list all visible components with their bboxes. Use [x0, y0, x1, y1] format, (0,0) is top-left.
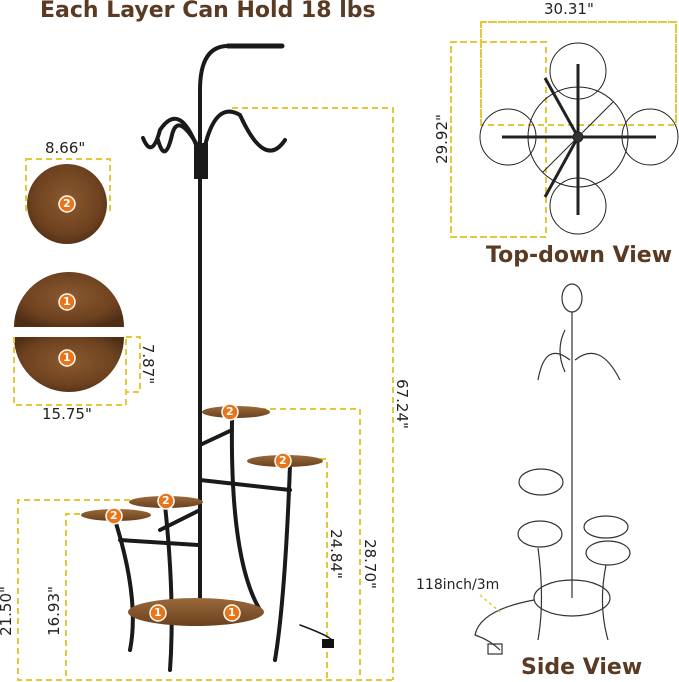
mid-shelf-height-label: 24.84": [327, 529, 345, 579]
badge-shelf-mid: 2: [162, 494, 170, 507]
side-view-drawing: [474, 283, 631, 655]
top-down-lines: [479, 42, 679, 235]
total-height-label: 67.24": [393, 379, 411, 429]
side-view-heading: Side View: [521, 655, 643, 680]
badge-small-shelf-detail: 2: [63, 197, 71, 210]
small-shelf-diameter-label: 8.66": [45, 139, 86, 157]
stand-guides: [17, 107, 394, 681]
badge-base-right: 1: [228, 606, 236, 619]
left-upper-height-label: 21.50": [0, 586, 15, 636]
badge-shelf-right: 2: [279, 454, 287, 467]
top-width-label: 30.31": [544, 0, 594, 18]
upper-shelf-height-label: 28.70": [361, 539, 379, 589]
badge-large-shelf-bottom: 1: [63, 351, 71, 364]
half-shelf-depth-label: 7.87": [139, 343, 157, 385]
stand-frame: [113, 43, 333, 672]
badge-shelf-left: 2: [110, 509, 118, 522]
left-lower-height-label: 16.93": [45, 586, 63, 636]
capacity-heading: Each Layer Can Hold 18 lbs: [40, 0, 376, 23]
top-depth-label: 29.92": [433, 114, 451, 164]
power-plug: [322, 639, 334, 648]
badge-shelf-top: 2: [226, 405, 234, 418]
top-down-diagram: [450, 21, 677, 238]
top-view-heading: Top-down View: [486, 243, 673, 268]
large-shelf-detail: [13, 272, 141, 406]
cord-length-label: 118inch/3m: [416, 577, 500, 593]
large-shelf-diameter-label: 15.75": [42, 405, 92, 423]
badges: [58, 195, 292, 622]
badge-large-shelf-top: 1: [63, 295, 71, 308]
badge-base-left: 1: [154, 606, 162, 619]
